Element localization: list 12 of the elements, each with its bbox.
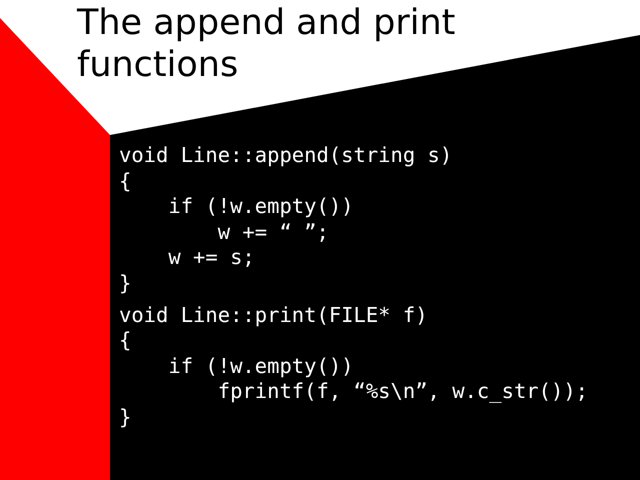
code-line: if (!w.empty()) <box>167 354 354 380</box>
code-line: { <box>119 168 132 194</box>
code-line: } <box>119 404 132 431</box>
code-line: if (!w.empty()) <box>167 194 354 220</box>
code-line: } <box>119 270 132 297</box>
code-line: void Line::print(FILE* f) <box>119 302 429 328</box>
code-line: w += “ ”; <box>216 220 330 246</box>
code-line: fprintf(f, “%s\n”, w.c_str()); <box>216 379 588 405</box>
code-line: w += s; <box>167 245 256 271</box>
slide-title: The append and print functions <box>77 2 456 86</box>
code-line: void Line::append(string s) <box>119 143 454 169</box>
code-line: { <box>119 328 132 354</box>
